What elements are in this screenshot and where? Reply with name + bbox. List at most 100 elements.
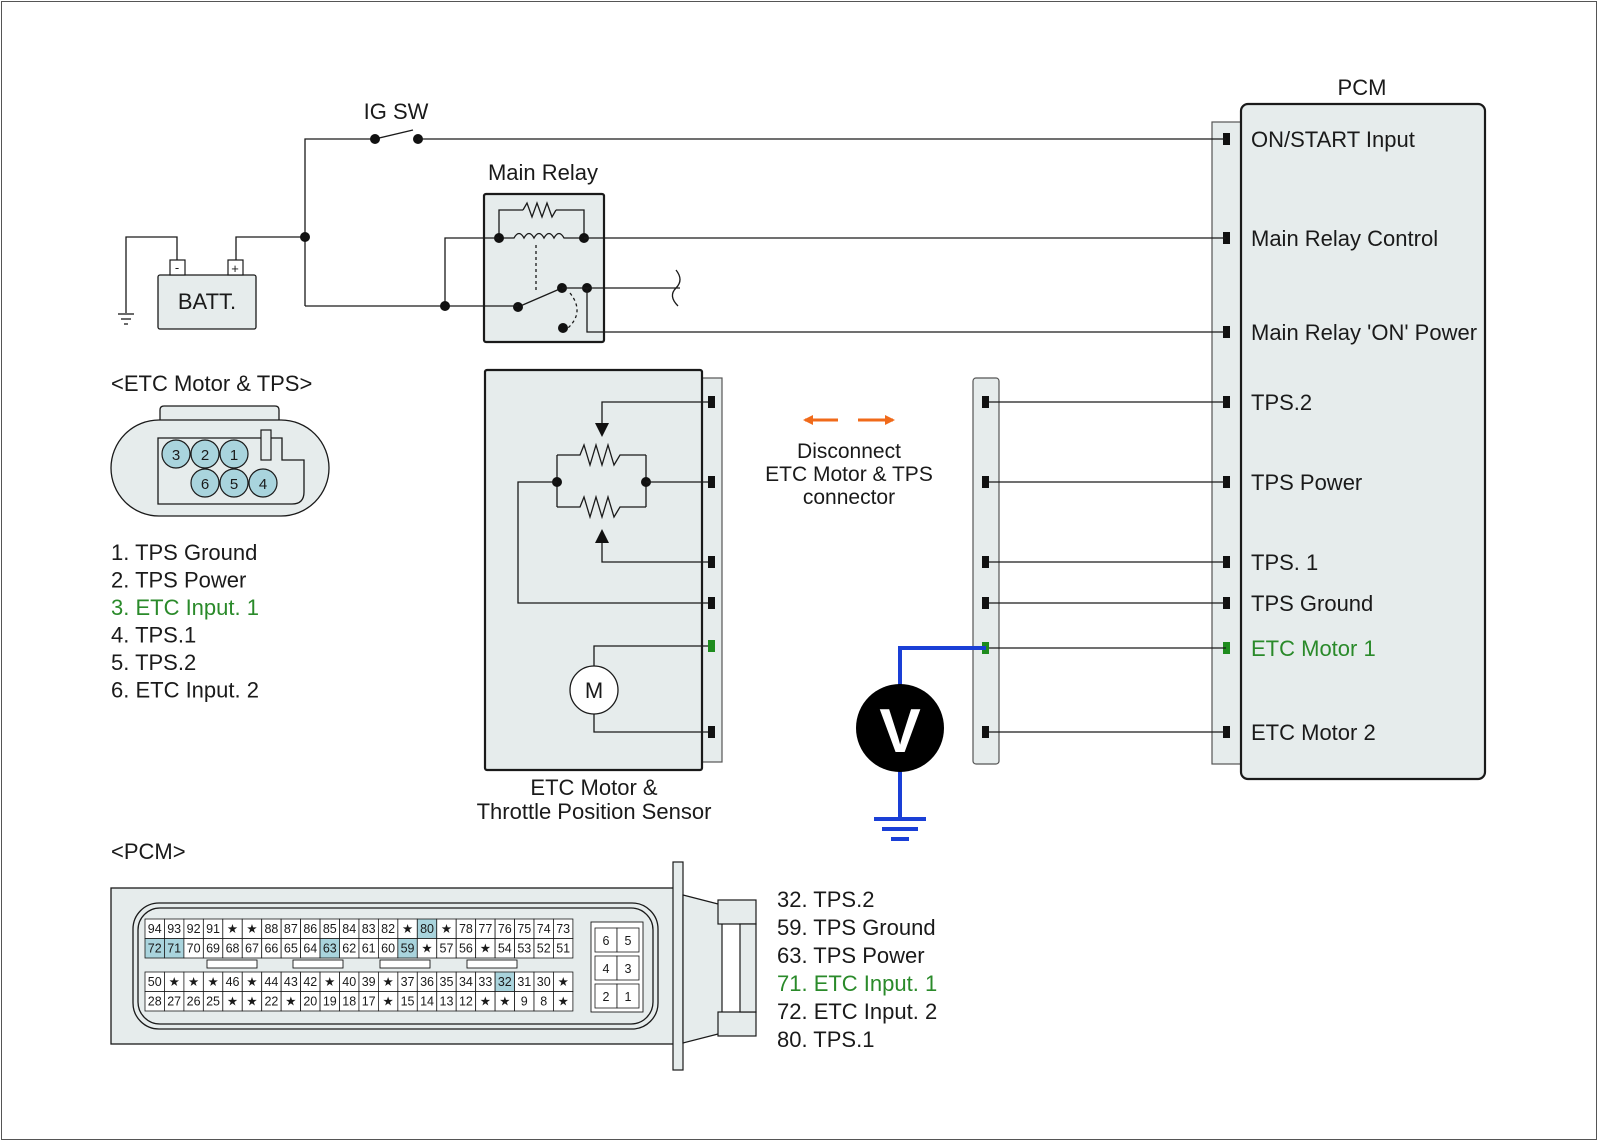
pcm-pin-cell-label: 26 <box>187 995 201 1009</box>
pcm-connector-rim-inner <box>137 907 654 1025</box>
pcm-aux-cell-label: 2 <box>603 990 610 1004</box>
etc-pin-number: 3 <box>172 447 180 464</box>
pcm-pin-terminal <box>1223 556 1230 568</box>
disconnect-line3: connector <box>803 486 895 509</box>
pcm-pin-cell-label: 72 <box>148 942 162 956</box>
pcm-pin-cell-label: 84 <box>342 922 356 936</box>
pcm-pin-cell-label: ★ <box>383 995 394 1009</box>
pcm-pin-label: ETC Motor 1 <box>1251 636 1376 661</box>
harness-terminal <box>982 556 989 568</box>
pcm-pin-cell-label: 22 <box>264 995 278 1009</box>
etc-legend-item: 3. ETC Input. 1 <box>111 595 259 620</box>
disconnect-line1: Disconnect <box>797 440 901 463</box>
voltmeter: V <box>856 646 986 841</box>
pcm-connector-boot-bottom <box>717 1011 757 1037</box>
pcm-pin-cell-label: ★ <box>227 922 238 936</box>
main-relay-label: Main Relay <box>488 160 598 185</box>
etc-module-label-line1: ETC Motor & <box>530 775 657 800</box>
etc-pin-number: 6 <box>201 476 209 493</box>
ig-sw-contact <box>374 129 414 140</box>
ig-sw-label: IG SW <box>364 99 429 124</box>
etc-pin-number: 5 <box>230 476 238 493</box>
pcm-pin-cell-label: ★ <box>558 995 569 1009</box>
pcm-pin-cell-label: 35 <box>440 975 454 989</box>
pcm-aux-cell <box>616 927 640 953</box>
pcm-pin-terminal <box>1223 476 1230 488</box>
pcm-connector-flange <box>672 861 684 1071</box>
pcm-pin-cell-label: 50 <box>148 975 162 989</box>
tps-ground-wire <box>517 481 711 604</box>
pcm-pin-cell-label: 59 <box>401 942 415 956</box>
pcm-pin-cell-label: 75 <box>517 922 531 936</box>
harness-terminal <box>982 396 989 408</box>
relay-resistor <box>522 201 557 219</box>
pcm-pin-label: TPS Ground <box>1251 591 1373 616</box>
etc-connector-latch <box>159 405 280 423</box>
pcm-pin-terminal <box>1223 396 1230 408</box>
wire-break-symbol <box>671 269 681 307</box>
battery-pos-terminal <box>227 259 244 276</box>
pcm-pin-cell-label: 80 <box>420 922 434 936</box>
pcm-pin-cell-label: 46 <box>226 975 240 989</box>
pcm-pin-cell-label: 63 <box>323 942 337 956</box>
pcm-connector-strip <box>1211 121 1243 765</box>
voltmeter-body <box>856 684 944 772</box>
etc-legend-item: 4. TPS.1 <box>111 623 196 648</box>
main-relay: Main Relay <box>305 160 1226 344</box>
pcm-pin-cell-label: 33 <box>478 975 492 989</box>
etc-pin <box>219 468 249 498</box>
etc-module-terminal <box>708 726 715 738</box>
pcm-pin-cell-label: 20 <box>303 995 317 1009</box>
pcm-pin-cell-label: 93 <box>167 922 181 936</box>
etc-pin-number: 4 <box>259 476 267 493</box>
pcm-pin-cell-label: 91 <box>206 922 220 936</box>
pcm-legend-item: 32. TPS.2 <box>777 887 874 912</box>
pcm-pin-cell-label: 42 <box>303 975 317 989</box>
pcm-pin-cell-label: 82 <box>381 922 395 936</box>
power-supply: IG SW - + BATT. <box>118 99 1226 330</box>
etc-pin <box>190 468 220 498</box>
etc-legend-item: 6. ETC Input. 2 <box>111 678 259 703</box>
pcm-pin-cell-label: ★ <box>441 922 452 936</box>
tps1-wiper-arrow <box>595 529 609 543</box>
pcm-legend-item: 71. ETC Input. 1 <box>777 971 937 996</box>
pcm-pin-cell-label: ★ <box>246 922 257 936</box>
pcm-pin-cell-label: 34 <box>459 975 473 989</box>
pcm-aux-cell-label: 1 <box>625 990 632 1004</box>
pcm-aux-cell <box>616 955 640 981</box>
etc-module-terminal <box>708 556 715 568</box>
pcm-pin-label: TPS. 1 <box>1251 550 1318 575</box>
pcm-pin-cell-label: ★ <box>246 975 257 989</box>
pcm-keying-slot <box>379 959 431 969</box>
pcm-box <box>1239 102 1487 781</box>
tps1-wiper-wire <box>601 543 711 563</box>
pcm-pin-cell-label: 68 <box>226 942 240 956</box>
pcm-pin-cell <box>553 938 574 959</box>
pcm-pin-cell-label: 28 <box>148 995 162 1009</box>
etc-module-terminal <box>708 597 715 609</box>
pcm-pin-cell-label: ★ <box>499 995 510 1009</box>
pcm-pin-cell-label: 56 <box>459 942 473 956</box>
battery-pos-sign: + <box>231 261 239 276</box>
etc-pin-number: 2 <box>201 447 209 464</box>
etc-connector-inner <box>157 437 305 505</box>
harness-terminal <box>982 597 989 609</box>
pcm-pin-terminal <box>1223 726 1230 738</box>
pcm-pin-cell-label: 69 <box>206 942 220 956</box>
etc-connector-key <box>260 429 272 461</box>
pcm-legend-item: 59. TPS Ground <box>777 915 936 940</box>
pcm-pin-cell-label: 30 <box>537 975 551 989</box>
pcm-pin-cell-label: 88 <box>264 922 278 936</box>
pcm-pin-cell-label: 15 <box>401 995 415 1009</box>
pcm-pin-label: ETC Motor 2 <box>1251 720 1376 745</box>
pcm-pin-cell-label: 37 <box>401 975 415 989</box>
voltmeter-letter: V <box>879 697 920 766</box>
pcm-pin-cell-label: 31 <box>517 975 531 989</box>
pcm-pin-cell-label: ★ <box>558 975 569 989</box>
pcm-keying-slot <box>466 959 518 969</box>
pcm-aux-cell-label: 4 <box>603 962 610 976</box>
pcm-connector-rim-outer <box>132 902 659 1030</box>
relay-coil <box>499 232 584 240</box>
